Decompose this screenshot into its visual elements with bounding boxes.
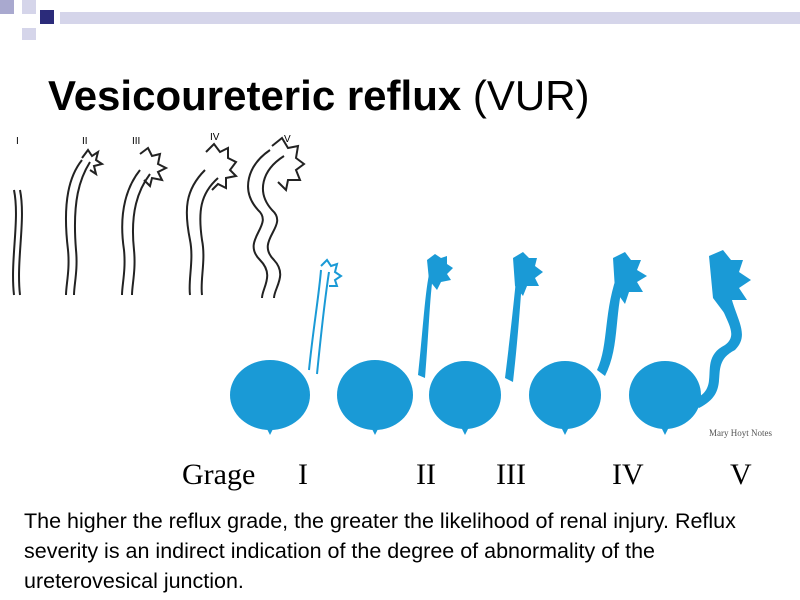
page-title: Vesicoureteric reflux (VUR) [48, 72, 590, 120]
grade-label-5: V [730, 458, 752, 491]
caption-text: The higher the reflux grade, the greater… [24, 509, 736, 593]
title-main: Vesicoureteric reflux [48, 72, 462, 119]
corner-decoration [0, 0, 800, 40]
grade-label-4: IV [612, 458, 644, 491]
grade-label-1: I [298, 458, 308, 491]
grade-label-3: III [496, 458, 526, 491]
grade-blue-diagrams: Mary Hoyt Notes [230, 250, 772, 438]
grade-line-drawings: I II III IV V [12, 132, 306, 299]
grade-labels: Grage I II III IV V [0, 458, 800, 498]
signature: Mary Hoyt Notes [709, 428, 772, 438]
grade-word: Grage [182, 458, 256, 491]
top-label-3: III [132, 136, 140, 147]
top-label-2: II [82, 136, 88, 147]
top-label-5: V [284, 134, 291, 145]
top-label-1: I [16, 136, 19, 147]
title-abbrev: (VUR) [461, 72, 590, 119]
grade-label-2: II [416, 458, 436, 491]
top-label-4: IV [210, 132, 220, 143]
